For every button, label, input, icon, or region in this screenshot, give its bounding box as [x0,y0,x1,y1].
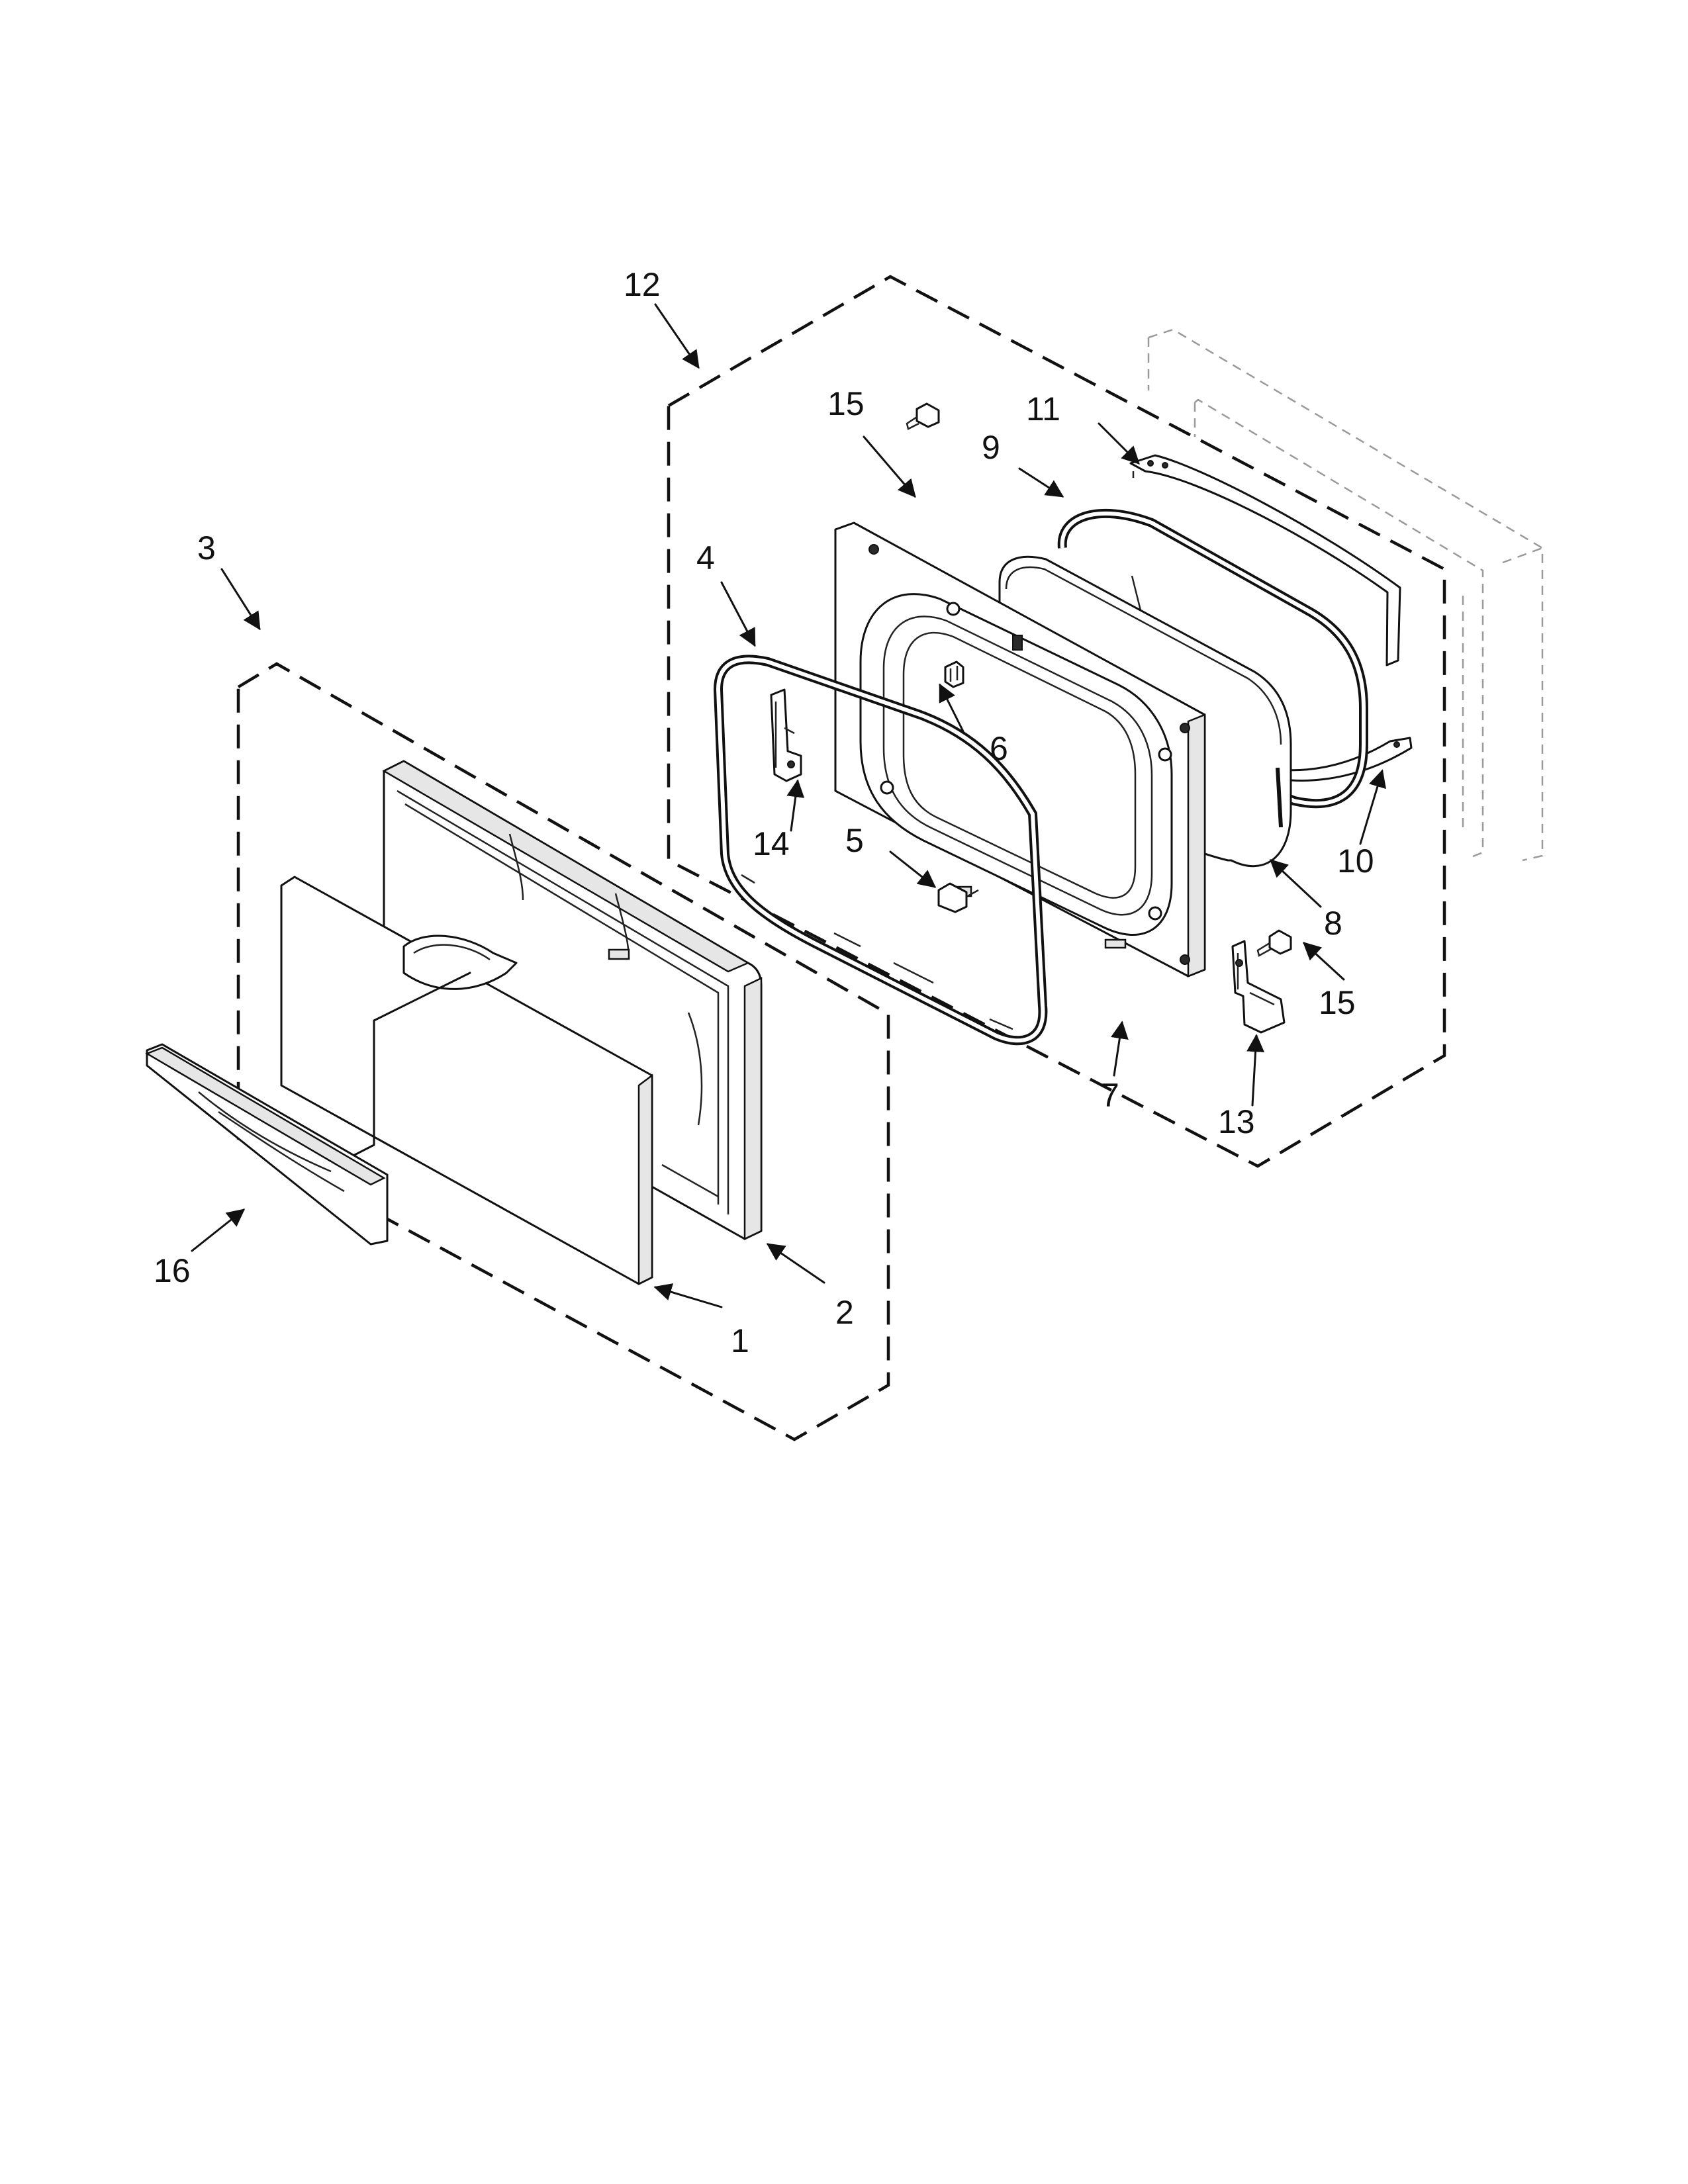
callout-13: 13 [1218,1103,1255,1140]
cabinet-ghost-outline [1147,328,1544,862]
assembly-boundary-12 [667,275,1446,1168]
part-9-door-gasket [1057,508,1368,809]
callout-15-lower: 15 [1319,984,1356,1021]
callout-12: 12 [624,266,661,303]
part-11-upper-trim [1129,454,1401,666]
part-7-inner-door-panel [834,522,1206,978]
part-2-door-frame [382,760,763,1240]
callout-labels: 12 15 11 9 4 3 6 14 5 8 10 15 7 13 2 1 1… [154,266,1374,1359]
callout-1: 1 [731,1322,749,1359]
callout-9: 9 [982,429,1000,466]
callout-5: 5 [845,822,864,859]
part-14-left-hinge [770,688,802,782]
callout-15-upper: 15 [827,385,865,422]
callout-14: 14 [753,825,790,862]
callout-7: 7 [1101,1077,1119,1114]
part-15-lower-screw [1256,929,1292,957]
part-13-right-hinge [1231,940,1286,1034]
part-6-clip [944,660,964,688]
part-4-outer-door-ring [713,655,1048,1046]
callout-11: 11 [1026,390,1060,428]
part-5-screw [937,882,979,913]
part-16-door-handle [145,1043,389,1246]
callout-3: 3 [197,529,216,567]
callout-4: 4 [696,539,715,576]
callout-2: 2 [835,1294,854,1331]
callout-8: 8 [1324,905,1342,942]
part-15-upper-screw [906,402,940,430]
leader-arrows [191,303,1386,1308]
callout-16: 16 [154,1252,191,1289]
callout-6: 6 [990,730,1008,767]
callout-10: 10 [1337,842,1374,880]
